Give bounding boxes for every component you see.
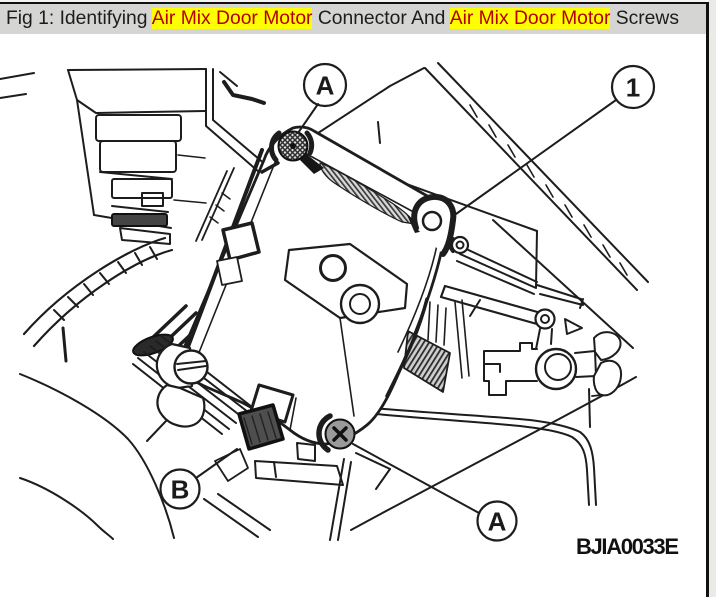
svg-text:BJIA0033E: BJIA0033E xyxy=(576,534,679,559)
svg-text:A: A xyxy=(488,507,507,537)
svg-text:A: A xyxy=(316,71,335,101)
svg-text:B: B xyxy=(171,475,190,505)
svg-text:1: 1 xyxy=(626,73,640,103)
